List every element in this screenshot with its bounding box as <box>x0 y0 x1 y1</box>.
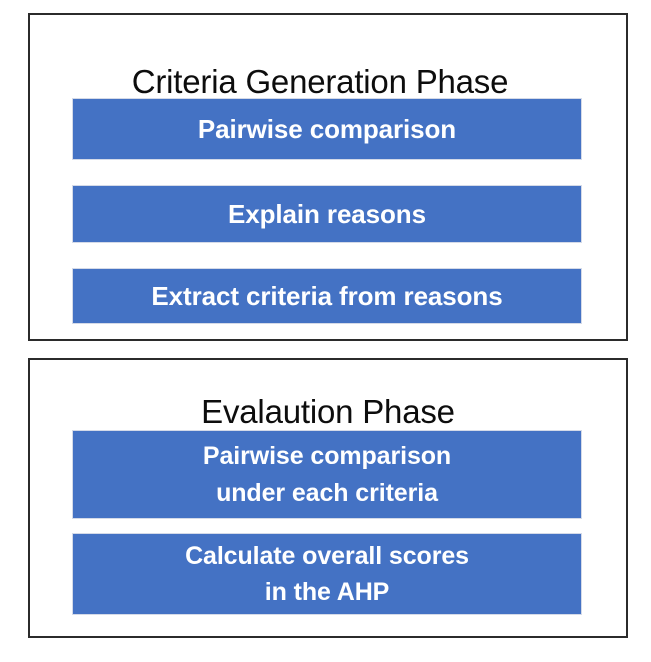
step-label-explain-reasons: Explain reasons <box>228 198 426 229</box>
step-label-extract-criteria-from-reasons: Extract criteria from reasons <box>151 280 503 311</box>
phase-title-evaluation: Evalaution Phase <box>201 393 455 431</box>
step-label-pairwise-comparison: Pairwise comparison <box>197 113 457 144</box>
step-box-pairwise-comparison-under-each-criteria[interactable]: Pairwise comparison under each criteria <box>72 430 582 519</box>
step-box-pairwise-comparison[interactable]: Pairwise comparison <box>72 98 582 160</box>
phase-title-criteria-generation: Criteria Generation Phase <box>131 63 509 101</box>
phase-panel-criteria-generation: Criteria Generation Phase Pairwise compa… <box>28 13 628 341</box>
step-label-pairwise-comparison-under-each-criteria: Pairwise comparison under each criteria <box>202 442 452 507</box>
step-box-extract-criteria-from-reasons[interactable]: Extract criteria from reasons <box>72 268 582 324</box>
step-box-calculate-overall-scores-in-the-ahp[interactable]: Calculate overall scores in the AHP <box>72 533 582 615</box>
step-box-explain-reasons[interactable]: Explain reasons <box>72 185 582 243</box>
step-label-calculate-overall-scores-in-the-ahp: Calculate overall scores in the AHP <box>185 541 469 606</box>
phase-panel-evaluation: Evalaution Phase Pairwise comparison und… <box>28 358 628 638</box>
